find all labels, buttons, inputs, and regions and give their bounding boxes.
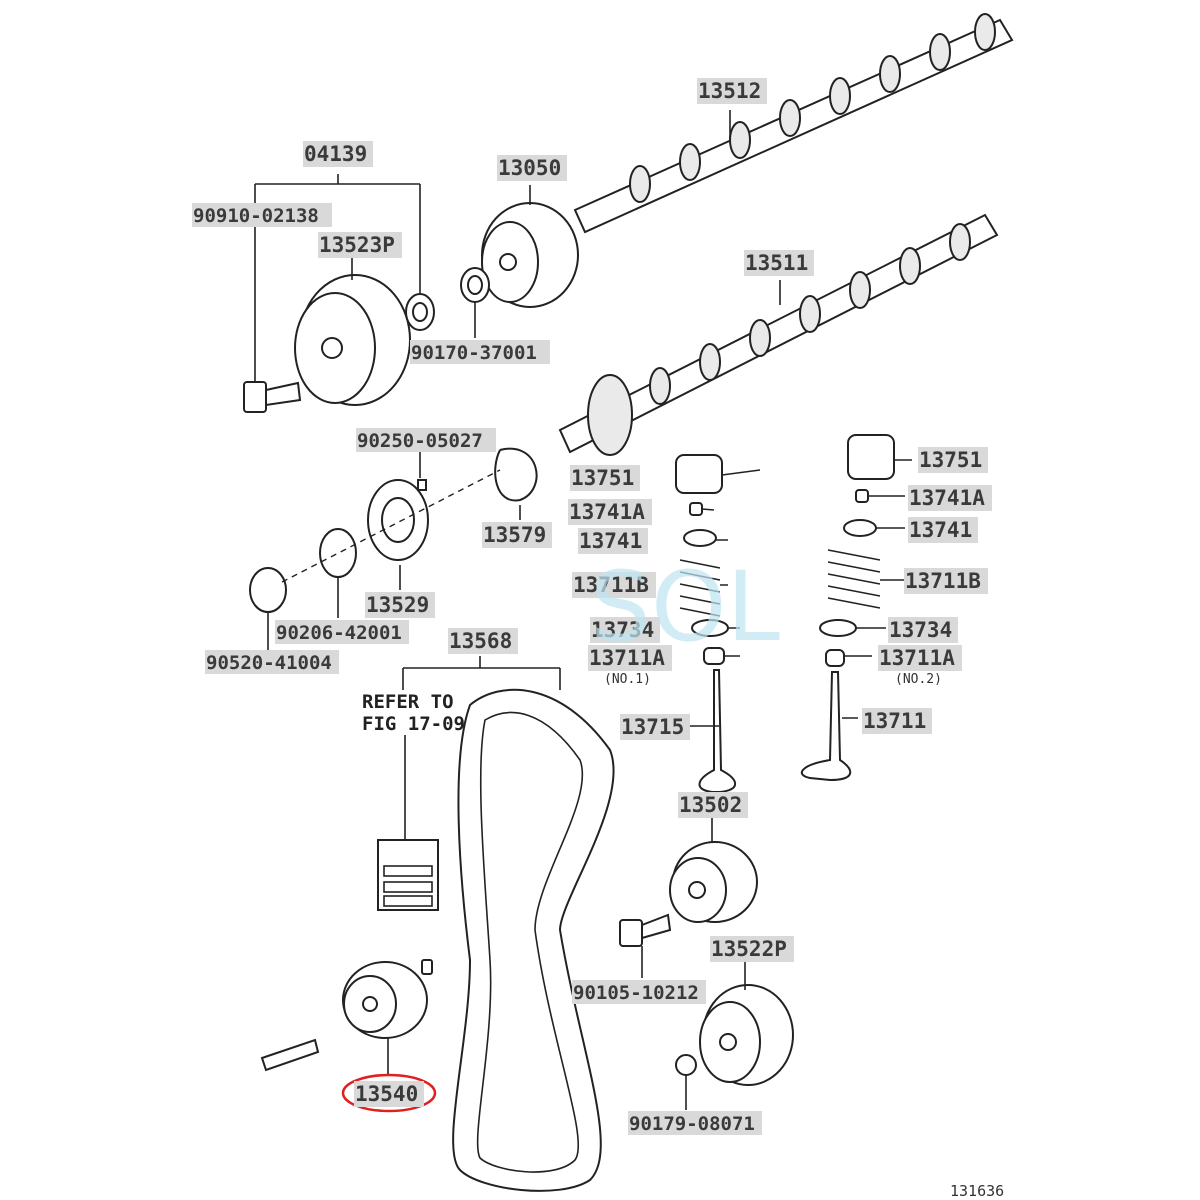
camshaft-lower (558, 213, 999, 456)
bolt-90910 (243, 381, 302, 413)
label-90206-42001: 90206-42001 (276, 622, 402, 644)
label-13741-no2: 13741 (909, 518, 972, 542)
highlight-13540 (341, 1073, 437, 1113)
bolt-90179 (675, 1054, 697, 1076)
label-90170-37001: 90170-37001 (411, 342, 537, 364)
label-13511: 13511 (745, 251, 808, 275)
valve-train-no2 (800, 434, 895, 782)
part-labels: 13512 04139 13050 90910-02138 13523P 135… (192, 78, 1004, 1200)
snap-ring-13579 (494, 447, 538, 502)
label-13579: 13579 (483, 523, 546, 547)
bolt-90105 (619, 913, 672, 947)
wave-washer-90206 (319, 528, 357, 578)
tensioner-13540 (260, 959, 433, 1072)
label-13741A-no1: 13741A (569, 500, 645, 524)
leader-lines (254, 110, 912, 1110)
label-90250-05027: 90250-05027 (357, 430, 483, 452)
seal-04139 (405, 293, 435, 331)
pin-90250 (417, 479, 427, 491)
label-13540: 13540 (355, 1082, 418, 1106)
label-13711B-no2: 13711B (905, 569, 981, 593)
label-13741A-no2: 13741A (909, 486, 985, 510)
watermark-text: SOL (590, 551, 780, 663)
sub-gear-13529 (367, 479, 429, 561)
label-13711A-no2: 13711A (879, 646, 955, 670)
label-04139: 04139 (304, 142, 367, 166)
label-13751-no2: 13751 (919, 448, 982, 472)
cam-pulley-13523P (294, 274, 411, 406)
seal-90170 (460, 267, 490, 303)
assembly-axis (281, 469, 501, 583)
label-13050: 13050 (498, 156, 561, 180)
reference-card (377, 839, 439, 911)
label-13502: 13502 (679, 793, 742, 817)
timing-belt-13568 (452, 688, 615, 1192)
label-13711B-no1: 13711B (573, 573, 649, 597)
label-13568: 13568 (449, 629, 512, 653)
snap-ring-90520 (249, 567, 287, 613)
label-13523P: 13523P (319, 233, 395, 257)
label-13522P: 13522P (711, 937, 787, 961)
refer-line2: FIG 17-09 (362, 713, 465, 735)
label-13711: 13711 (863, 709, 926, 733)
label-no1: (NO.1) (604, 672, 651, 687)
label-90520-41004: 90520-41004 (206, 652, 332, 674)
idler-13502 (669, 841, 758, 923)
label-no2: (NO.2) (895, 672, 942, 687)
label-90105-10212: 90105-10212 (573, 982, 699, 1004)
label-90179-08071: 90179-08071 (629, 1113, 755, 1135)
label-13715: 13715 (621, 715, 684, 739)
label-13741-no1: 13741 (579, 529, 642, 553)
label-13734-no1: 13734 (591, 618, 654, 642)
label-90910-02138: 90910-02138 (193, 205, 319, 227)
vvt-gear-13050 (481, 202, 579, 308)
label-13734-no2: 13734 (889, 618, 952, 642)
camshaft-upper (573, 13, 1014, 234)
crank-pulley-13522P (699, 984, 794, 1086)
label-13529: 13529 (366, 593, 429, 617)
refer-line1: REFER TO (362, 691, 454, 713)
label-13512: 13512 (698, 79, 761, 103)
label-13711A-no1: 13711A (589, 646, 665, 670)
figure-number: 131636 (950, 1182, 1004, 1200)
label-13751-no1: 13751 (571, 466, 634, 490)
